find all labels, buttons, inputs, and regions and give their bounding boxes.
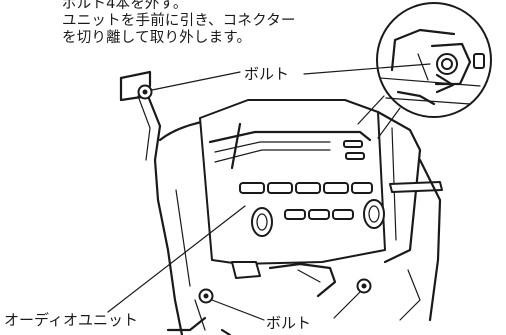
left-bracket — [119, 70, 184, 335]
detail-magnifier — [376, 2, 492, 118]
leader-bolt-bottom-left — [211, 299, 265, 321]
instruction-line-3: を切り離して取り外します。 — [62, 30, 252, 46]
audio-unit — [199, 99, 422, 298]
button-row — [239, 182, 373, 194]
leader-audio-unit — [107, 205, 246, 313]
left-knob — [251, 207, 273, 237]
label-audio-unit: オーディオユニット — [4, 311, 138, 329]
bottom-right-bolt — [356, 278, 372, 294]
connector-rod — [389, 158, 443, 322]
instruction-line-2: ユニットを手前に引き、コネクター — [62, 13, 296, 29]
instruction-line-1: ボルト4本を外す。 — [62, 0, 188, 12]
label-bolt-bottom: ボルト — [266, 314, 312, 332]
leader-bolt-detail — [303, 63, 431, 75]
leader-bolt-bottom-right — [333, 291, 361, 319]
label-bolt-top: ボルト — [244, 65, 290, 83]
right-knob — [363, 199, 385, 229]
leader-bolt-top — [151, 71, 241, 91]
bottom-left-bolt — [198, 288, 214, 304]
magnifier-leader — [357, 95, 385, 125]
top-bolt — [137, 84, 153, 100]
instruction-text: ボルト4本を外す。 ユニットを手前に引き、コネクター を切り離して取り外します。 — [62, 0, 296, 47]
